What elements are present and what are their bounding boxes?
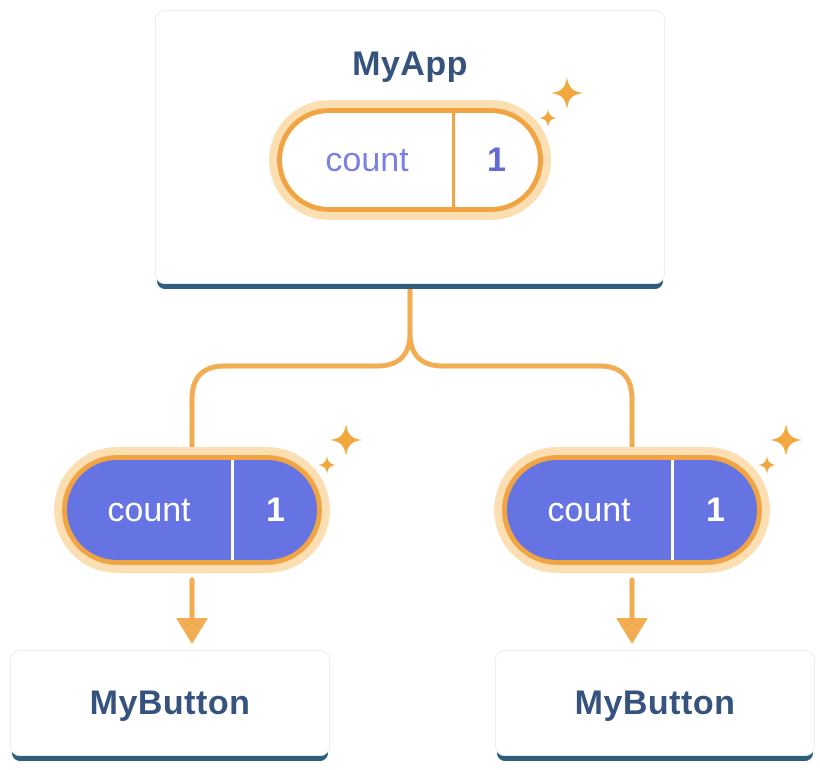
left-state-name: count xyxy=(107,490,191,529)
arrow-down-right-icon xyxy=(616,577,648,644)
mybutton-card-left: MyButton xyxy=(10,650,330,756)
left-state-value: 1 xyxy=(231,460,317,560)
mybutton-title-left: MyButton xyxy=(89,683,251,722)
root-state-value: 1 xyxy=(452,113,538,207)
sparkle-icon xyxy=(758,424,802,474)
myapp-card: MyApp count 1 xyxy=(155,10,665,284)
arrow-down-left-icon xyxy=(176,577,208,644)
sparkle-icon xyxy=(318,424,362,474)
right-state-value: 1 xyxy=(671,460,757,560)
right-state-pill: count 1 xyxy=(502,424,802,565)
sparkle-icon xyxy=(539,77,583,127)
left-state-pill: count 1 xyxy=(62,424,362,565)
root-state-name: count xyxy=(325,140,409,179)
root-state-pill: count 1 xyxy=(277,77,583,212)
right-state-name: count xyxy=(547,490,631,529)
connector-branch-right xyxy=(407,277,635,455)
myapp-title: MyApp xyxy=(352,45,468,83)
mybutton-title-right: MyButton xyxy=(574,683,736,722)
mybutton-card-right: MyButton xyxy=(495,650,815,756)
connector-branch-left xyxy=(189,277,413,455)
